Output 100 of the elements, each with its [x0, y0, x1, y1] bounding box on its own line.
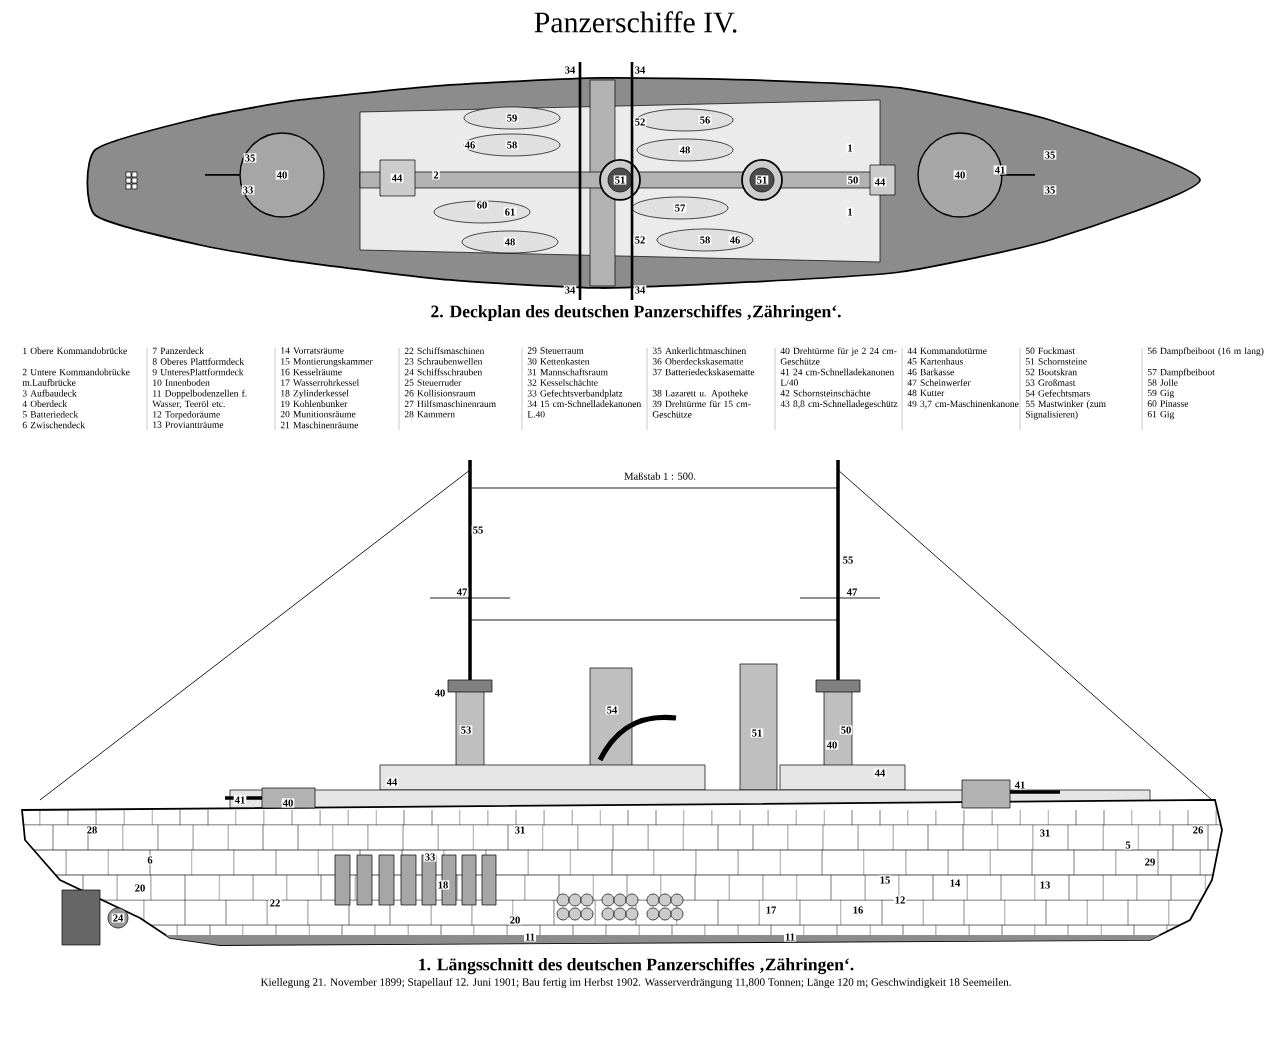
callout-number: 40	[433, 688, 447, 698]
callout-number: 40	[825, 740, 839, 750]
callout-number: 50	[839, 725, 853, 735]
callout-number: 53	[459, 725, 473, 735]
callout-number: 24	[111, 913, 125, 923]
callout-number: 50	[846, 175, 860, 185]
key-entry: 45 Kartenhaus	[907, 357, 963, 365]
key-entry: 56 Dampfbeiboot (16 m lang)	[1147, 347, 1264, 357]
key-entry: 52 Bootskran	[1025, 368, 1077, 376]
key-entry: 44 Kommandotürme	[907, 347, 987, 354]
key-entry: 20 Munitionsräume	[280, 410, 356, 418]
key-entry: 39 Drehtürme für 15 cm-Geschütze	[652, 400, 751, 418]
key-entry: 31 Mannschaftsraum	[527, 368, 608, 376]
callout-number: 44	[873, 768, 887, 778]
callout-number: 31	[1038, 828, 1052, 838]
callout-number: 35	[1043, 185, 1057, 195]
key-entry: 33 Gefechtsverbandplatz	[527, 389, 623, 399]
callout-number: 11	[524, 932, 537, 942]
key-entry: 53 Großmast	[1025, 379, 1076, 386]
callout-number: 35	[243, 153, 257, 163]
key-entry: 43 8,8 cm-Schnelladegeschütz	[780, 400, 898, 409]
key-entry: 23 Schraubenwellen	[404, 357, 483, 365]
callout-number: 15	[878, 875, 892, 885]
title: Panzerschiffe IV.	[534, 11, 737, 33]
callout-number: 18	[436, 880, 450, 890]
callout-number: 34	[633, 285, 647, 295]
callout-number: 58	[698, 235, 712, 245]
key-entry: 9 UnteresPlattformdeck	[152, 368, 244, 376]
key-entry: 35 Ankerlichtmaschinen	[652, 347, 747, 354]
callout-number: 20	[508, 915, 522, 925]
key-entry: 54 Gefechtsmars	[1025, 389, 1090, 397]
key-entry: 6 Zwischendeck	[22, 421, 86, 429]
callout-number: 14	[948, 878, 962, 888]
key-entry: 11 Doppelbodenzellen f. Wasser, Teeröl etc.	[152, 389, 247, 409]
callout-number: 41	[1013, 780, 1027, 790]
callout-number: 33	[423, 852, 437, 862]
callout-number: 54	[605, 705, 619, 715]
key-entry: 16 Kesselräume	[281, 368, 342, 376]
key-entry: 59 Gig	[1147, 389, 1175, 399]
key-entry: 61 Gig	[1147, 410, 1175, 420]
callout-number: 56	[698, 115, 712, 125]
callout-number: 58	[505, 140, 519, 150]
key-entry: 37 Batteriedeckskasematte	[652, 368, 755, 376]
key-entry: 32 Kesselschächte	[527, 379, 598, 386]
callout-number: 47	[455, 587, 469, 597]
key-entry: 38 Lazarett u. Apotheke	[652, 389, 748, 399]
key-entry: 13 Proviantträume	[153, 421, 224, 428]
callout-number: 46	[463, 140, 477, 150]
callout-number: 44	[385, 777, 399, 787]
callout-number: 34	[563, 65, 577, 75]
callout-number: 5	[1124, 840, 1132, 850]
callout-number: 2	[432, 170, 440, 180]
key-entry: 19 Kohlenbunker	[281, 400, 348, 407]
callout-number: 59	[505, 113, 519, 123]
callout-number: 47	[845, 587, 859, 597]
key-entry: 48 Kutter	[907, 389, 945, 397]
key-entry: 55 Mastwinker (zum Signalisieren)	[1025, 400, 1106, 420]
key-entry: 26 Kollisionsraum	[404, 389, 476, 397]
key-entry: 12 Torpedoräume	[153, 410, 220, 420]
callout-number: 40	[953, 170, 967, 180]
key-entry: 4 Oberdeck	[22, 400, 68, 407]
key-entry: 49 3,7 cm-Maschinenkanone	[907, 400, 1019, 409]
callout-number: 34	[633, 65, 647, 75]
key-entry: 47 Scheinwerfer	[907, 379, 971, 386]
callout-number: 16	[851, 905, 865, 915]
key-entry: 17 Wasserrohrkessel	[281, 379, 359, 386]
callout-number: 1	[846, 207, 854, 217]
callout-number: 35	[1043, 150, 1057, 160]
key-entry: 57 Dampfbeiboot	[1147, 368, 1215, 378]
callout-number: 41	[993, 165, 1007, 175]
callout-number: 26	[1191, 825, 1205, 835]
callout-number: 46	[728, 235, 742, 245]
key-entry: 18 Zylinderkessel	[281, 389, 349, 399]
callout-number: 40	[281, 798, 295, 808]
callout-number: 1	[846, 143, 854, 153]
key-entry: 10 Innenboden	[153, 379, 210, 386]
callout-number: 12	[893, 895, 907, 905]
key-entry: 41 24 cm-Schnelladekanonen L/40	[780, 368, 895, 386]
key-entry: 50 Fockmast	[1025, 347, 1075, 354]
callout-number: 57	[673, 203, 687, 213]
key-entry: 15 Montierungskammer	[281, 357, 373, 367]
key-entry: 30 Kettenkasten	[527, 357, 590, 365]
key-entry: 8 Oberes Plattformdeck	[152, 357, 245, 365]
key-entry: 36 Oberdeckskasematte	[652, 357, 744, 365]
callout-number: 52	[633, 117, 647, 127]
key-entry: 42 Schornsteinschächte	[780, 389, 871, 397]
callout-number: 51	[750, 728, 764, 738]
callout-number: 40	[275, 170, 289, 180]
callout-number: 41	[233, 795, 247, 805]
key-entry: 25 Steuerruder	[404, 379, 462, 386]
callout-number: 51	[755, 175, 769, 185]
key-entry: 1 Obere Kommandobrücke	[23, 347, 127, 354]
callout-number: 48	[503, 237, 517, 247]
callout-number: 31	[513, 825, 527, 835]
key-entry: 40 Drehtürme für je 2 24 cm-Geschütze	[780, 347, 897, 365]
callout-number: 28	[85, 825, 99, 835]
callout-number: 55	[471, 525, 485, 535]
key-entry: 58 Jolle	[1147, 379, 1178, 386]
key-entry: 28 Kammern	[404, 410, 455, 418]
key-entry: 5 Batteriedeck	[22, 410, 79, 418]
